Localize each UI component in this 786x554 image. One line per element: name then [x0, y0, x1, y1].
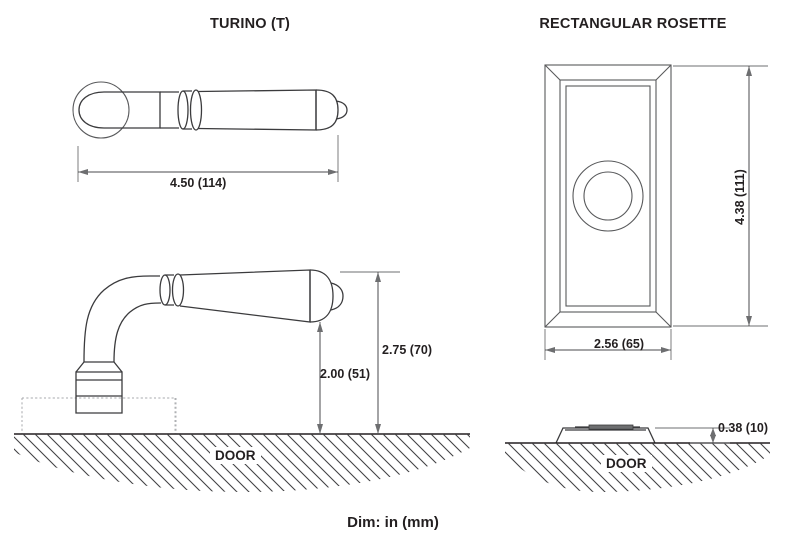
- rosette-front-view-geometry: [544, 64, 672, 328]
- door-label-right: DOOR: [601, 455, 652, 472]
- dimension-rosette-height: [673, 65, 768, 327]
- dimension-label-rosette-thickness: 0.38 (10): [718, 421, 769, 435]
- units-caption: Dim: in (mm): [347, 514, 439, 531]
- panel-title-rectangular-rosette: RECTANGULAR ROSETTE: [539, 16, 727, 32]
- dimension-lever-heights: [317, 271, 400, 434]
- dimension-rosette-width: [544, 329, 672, 360]
- dimension-rosette-thickness: [655, 427, 730, 444]
- rosette-profile-view-geometry: [555, 424, 656, 444]
- door-substrate-left: [14, 433, 470, 492]
- dimension-label-lever-center-height: 2.00 (51): [320, 367, 371, 381]
- door-label-left: DOOR: [210, 447, 261, 464]
- dimension-label-lever-overall-height: 2.75 (70): [382, 343, 433, 357]
- dimension-label-rosette-height: 4.38 (111): [733, 169, 747, 225]
- lever-side-view-geometry: [21, 269, 344, 434]
- panel-title-turino: TURINO (T): [209, 16, 291, 32]
- door-substrate-right: [505, 442, 770, 492]
- lever-plan-view-geometry: [72, 81, 348, 139]
- dimension-label-lever-length: 4.50 (114): [170, 176, 227, 190]
- dimension-lever-length: [77, 135, 339, 182]
- dimension-label-rosette-width: 2.56 (65): [594, 337, 645, 351]
